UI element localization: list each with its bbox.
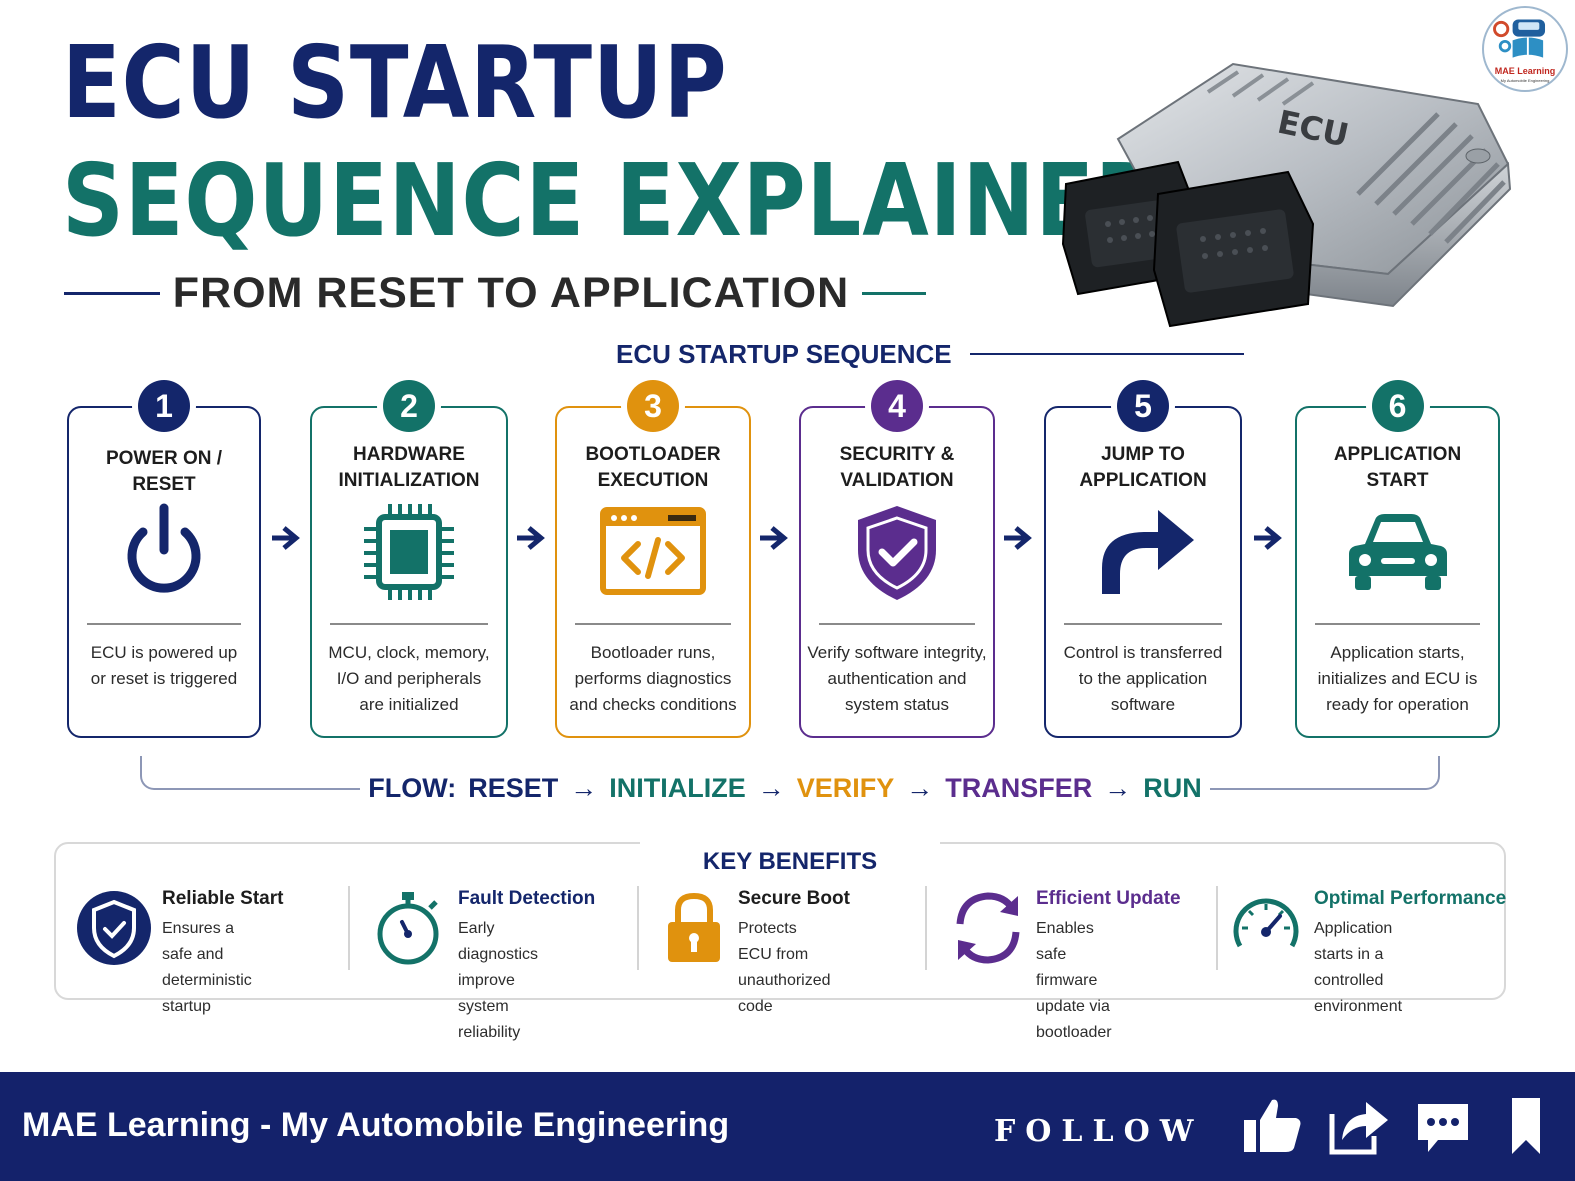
sequence-title-rule [969,353,1244,355]
comment-icon[interactable] [1416,1096,1470,1156]
benefit-title: Efficient Update [1036,888,1181,909]
logo-subtext: My Automobile Engineering [1500,78,1550,83]
share-icon[interactable] [1326,1096,1390,1156]
step-card-jump-to-application: 5 JUMP TO APPLICATION Control is transfe… [1044,380,1242,738]
main-title-line-2: SEQUENCE EXPLAINED: [62,142,1203,259]
step-card-application-start: 6 APPLICATION START Application starts, … [1295,380,1500,738]
step-card-hardware-init: 2 HARDWARE INITIALIZATION MCU, clock, me… [310,380,508,738]
flow-arrow-icon: → [1104,772,1132,803]
step-title: POWER ON / RESET [105,448,223,495]
benefit-title: Fault Detection [458,888,596,909]
flow-arrow-icon: → [906,772,934,803]
step-title: HARDWARE INITIALIZATION [338,444,480,491]
step-title: JUMP TO APPLICATION [1079,444,1207,491]
step-number-badge: 1 [138,380,190,432]
follow-label: FOLLOW [994,1114,1204,1149]
right-arrow-icon [1252,523,1286,553]
flow-item-transfer: TRANSFER [945,772,1093,803]
step-divider [1064,623,1222,625]
step-title: BOOTLOADER EXECUTION [585,444,721,491]
shield-check-icon [74,884,154,972]
flow-arrow-icon: → [757,772,785,803]
step-number-badge: 5 [1117,380,1169,432]
refresh-icon [948,884,1028,972]
step-title: SECURITY & VALIDATION [839,444,955,491]
footer-brand: MAE Learning - My Automobile Engineering [22,1106,730,1144]
benefit-title: Secure Boot [738,888,850,909]
benefit-description: Ensures a safe and deterministic startup [162,920,252,1015]
jump-arrow-icon [1088,502,1198,602]
flow-item-run: RUN [1143,772,1202,803]
benefit-description: Enables safe firmware update via bootloa… [1036,920,1112,1041]
step-card-bootloader: 3 BOOTLOADER EXECUTION Bootloader runs, … [555,380,751,738]
flow-item-initialize: INITIALIZE [609,772,746,803]
bookmark-icon[interactable] [1510,1096,1542,1156]
flow-label: FLOW: [368,772,457,803]
benefit-title: Optimal Performance [1314,888,1507,909]
step-number-badge: 4 [871,380,923,432]
right-arrow-icon [270,523,304,553]
key-benefits-title: KEY BENEFITS [640,832,940,875]
step-number-badge: 2 [383,380,435,432]
right-arrow-icon [515,523,549,553]
benefit-description: Early diagnostics improve system reliabi… [458,920,539,1041]
step-number-badge: 3 [627,380,679,432]
chip-icon [354,502,464,602]
right-arrow-icon [1002,523,1036,553]
power-icon [109,502,219,602]
flow-item-verify: VERIFY [796,772,895,803]
step-divider [1315,623,1480,625]
sequence-title: ECU STARTUP SEQUENCE [616,338,952,369]
step-description: ECU is powered up or reset is triggered [90,643,238,688]
main-title-line-1: ECU STARTUP [62,24,728,141]
subtitle-rule-right [862,291,926,295]
sequence-header: ECU STARTUP SEQUENCE [580,336,1244,372]
step-description: MCU, clock, memory, I/O and peripherals … [328,643,490,714]
step-divider [819,623,975,625]
step-number-badge: 6 [1371,380,1424,432]
subtitle-row: FROM RESET TO APPLICATION [64,268,926,318]
flow-summary: FLOW: RESET → INITIALIZE → VERIFY → TRAN… [360,768,1210,808]
benefit-description: Protects ECU from unauthorized code [738,920,831,1015]
code-window-icon [598,502,708,602]
flow-arrow-icon: → [570,772,598,803]
stopwatch-icon [370,884,450,972]
ecu-module-illustration: ECU [1058,44,1518,334]
step-card-power-on: 1 POWER ON / RESET ECU is powered up or … [67,380,261,738]
step-description: Bootloader runs, performs diagnostics an… [569,643,737,714]
subtitle: FROM RESET TO APPLICATION [172,268,850,317]
lock-icon [650,884,730,972]
step-divider [575,623,731,625]
step-divider [87,623,241,625]
shield-check-icon [842,502,952,602]
right-arrow-icon [758,523,792,553]
benefit-description: Application starts in a controlled envir… [1314,920,1403,1015]
subtitle-rule-left [64,291,160,295]
benefit-divider [348,886,350,970]
footer-bar: MAE Learning - My Automobile Engineering… [0,1072,1575,1181]
step-title: APPLICATION START [1333,444,1462,491]
step-description: Application starts, initializes and ECU … [1317,643,1478,714]
gauge-icon [1226,884,1306,972]
step-description: Verify software integrity, authenticatio… [807,643,987,714]
step-divider [330,623,488,625]
step-description: Control is transferred to the applicatio… [1063,643,1223,714]
benefit-title: Reliable Start [162,888,284,909]
benefit-divider [925,886,927,970]
flow-item-reset: RESET [468,772,559,803]
logo-text: MAE Learning [1494,66,1556,76]
thumbs-up-icon[interactable] [1242,1096,1304,1156]
step-card-security-validation: 4 SECURITY & VALIDATION Verify software … [799,380,995,738]
benefit-divider [1216,886,1218,970]
benefit-divider [637,886,639,970]
car-icon [1343,502,1453,602]
mae-learning-logo: MAE Learning My Automobile Engineering [1482,6,1568,92]
